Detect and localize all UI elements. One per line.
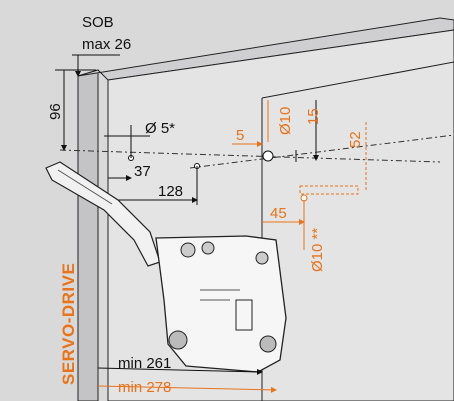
mechanism-bolt-3 <box>255 251 269 265</box>
min261-label: min 261 <box>118 355 171 372</box>
mechanism-bolt-2 <box>201 241 215 255</box>
lift-mechanism <box>155 235 287 373</box>
cabinet-top-panel <box>77 17 454 81</box>
sob-label: SOB <box>82 14 114 31</box>
mounting-slot <box>299 185 359 195</box>
dim15-label: 15 <box>305 108 322 125</box>
lift-arm-detail <box>57 169 113 205</box>
mechanism-detail <box>200 289 240 301</box>
mechanism-bolt-5 <box>259 335 277 353</box>
dim45-label: 45 <box>270 205 287 222</box>
mount-hole-top <box>262 150 274 162</box>
lift-arm <box>45 161 161 267</box>
phi10-side-label: Ø10 ** <box>309 228 326 272</box>
servo-drive-brand: SERVO-DRIVE <box>59 263 78 385</box>
dim128-label: 128 <box>158 183 183 200</box>
centerline-inner <box>189 134 454 169</box>
max26-label: max 26 <box>82 36 131 53</box>
dim37-label: 37 <box>134 163 151 180</box>
phi5-label: Ø 5* <box>145 120 175 137</box>
phi10-top-label: Ø10 <box>277 107 294 135</box>
dim52-label: 52 <box>347 131 364 148</box>
dim96-label: 96 <box>47 103 64 120</box>
min278-label: min 278 <box>118 379 171 396</box>
mechanism-bolt-4 <box>168 330 188 350</box>
mechanism-bolt-1 <box>180 242 196 258</box>
cabinet-side-panel <box>77 69 99 401</box>
dim5-label: 5 <box>236 127 244 144</box>
min278-line <box>97 385 277 393</box>
min261-line <box>97 367 263 375</box>
mechanism-slot <box>235 299 253 331</box>
